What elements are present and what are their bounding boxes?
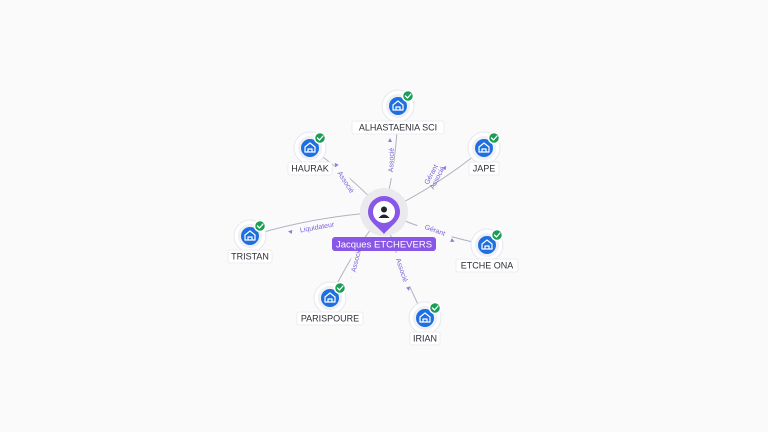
node-label-box — [409, 331, 441, 346]
node-label: PARISPOURE — [301, 314, 359, 324]
node-parispoure[interactable]: PARISPOURE — [296, 281, 364, 326]
node-label: JAPE — [473, 164, 496, 174]
arrow-jape — [442, 165, 447, 171]
verified-check-icon — [313, 131, 327, 145]
building-icon — [392, 100, 404, 111]
building-icon — [478, 142, 490, 153]
edge-label-tristan: Liquidateur — [298, 218, 335, 234]
edge-label-text: Associé — [351, 247, 364, 273]
verified-check-icon — [487, 131, 501, 145]
verified-check-icon — [428, 301, 442, 315]
building-icon — [481, 239, 493, 250]
node-tristan[interactable]: TRISTAN — [227, 219, 273, 264]
edge-label-haurak: Associé — [333, 164, 360, 199]
center-label-box — [332, 237, 436, 251]
building-icon — [419, 312, 431, 323]
node-label-box — [227, 249, 273, 264]
edge-label-irian: Associé — [393, 251, 413, 289]
verified-check-icon — [490, 228, 504, 242]
edge-label-text: Associé — [388, 148, 396, 173]
node-label: TRISTAN — [231, 252, 269, 262]
arrow-haurak — [334, 162, 339, 168]
arrow-irian — [406, 286, 410, 291]
node-label: HAURAK — [291, 164, 329, 174]
node-alhastaenia[interactable]: ALHASTAENIA SCI — [351, 89, 445, 135]
node-label: ALHASTAENIA SCI — [359, 123, 437, 133]
edge-label-alhastaenia: Associé — [385, 141, 396, 179]
node-irian[interactable]: IRIAN — [408, 301, 442, 346]
arrow-tristan — [288, 230, 293, 234]
building-icon — [304, 142, 316, 153]
center-node[interactable]: Jacques ETCHEVERS — [332, 188, 436, 251]
node-label-box — [351, 120, 445, 135]
node-label-box — [455, 258, 519, 273]
arrow-etcheona — [450, 238, 455, 242]
verified-check-icon — [401, 89, 415, 103]
building-icon — [244, 230, 256, 241]
building-icon — [324, 292, 336, 303]
person-icon — [378, 206, 390, 218]
node-haurak[interactable]: HAURAK — [287, 131, 333, 176]
verified-check-icon — [253, 219, 267, 233]
node-label-box — [296, 311, 364, 326]
verified-check-icon — [333, 281, 347, 295]
node-etcheona[interactable]: ETCHE ONA — [455, 228, 519, 273]
nodes-layer: ALHASTAENIA SCI HAURAK JAPE TRISTAN ETCHE ON… — [227, 89, 519, 346]
arrow-alhastaenia — [388, 138, 392, 142]
node-label-box — [287, 161, 333, 176]
center-name: Jacques ETCHEVERS — [336, 240, 432, 251]
node-label: IRIAN — [413, 334, 437, 344]
node-label-box — [468, 161, 500, 176]
node-jape[interactable]: JAPE — [467, 131, 501, 176]
node-label: ETCHE ONA — [461, 261, 514, 271]
